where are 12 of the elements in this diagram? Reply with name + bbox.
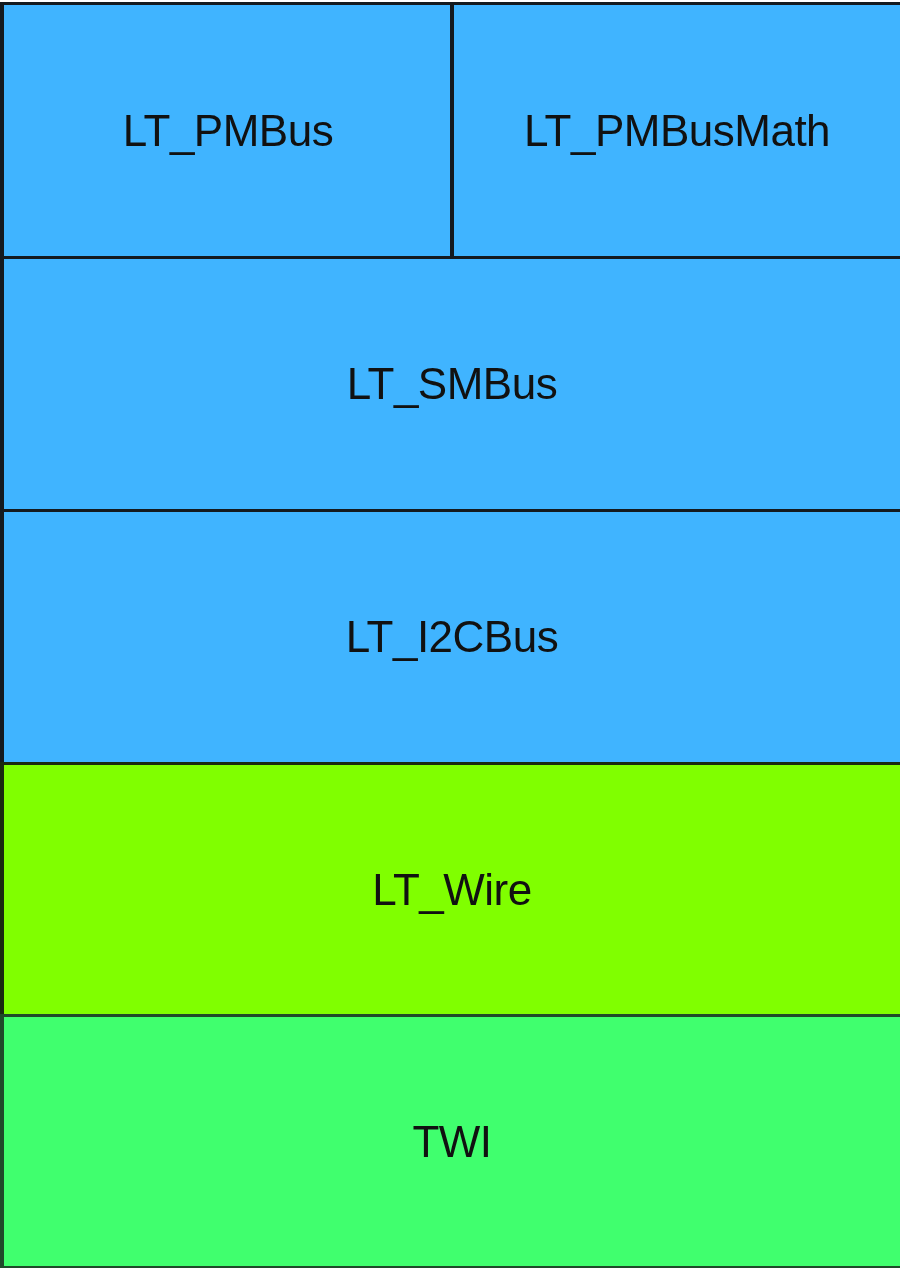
layer-box	[450, 2, 900, 256]
layer-label: LT_PMBusMath	[523, 108, 831, 153]
layer-box	[0, 2, 452, 256]
layer-box	[0, 1014, 900, 1268]
layer-label: LT_I2CBus	[345, 615, 559, 659]
layer-box	[0, 762, 900, 1014]
layer-label: LT_SMBus	[346, 362, 558, 406]
layer-box	[0, 256, 900, 509]
layer-label: TWI	[412, 1119, 492, 1164]
layer-box	[0, 509, 900, 762]
layer-label: LT_PMBus	[122, 108, 334, 153]
layer-label: LT_Wire	[372, 867, 532, 912]
